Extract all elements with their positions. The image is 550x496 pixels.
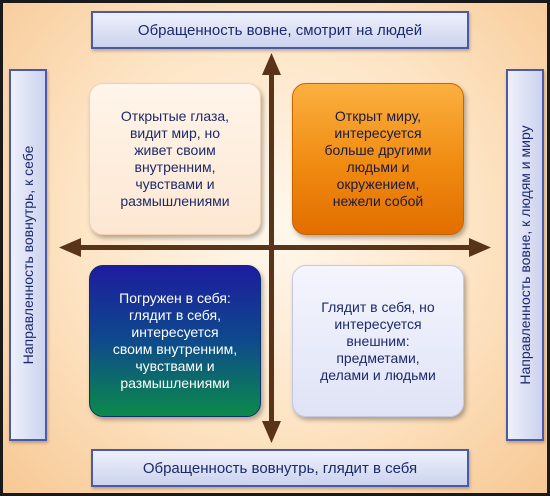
top-caption-text: Обращенность вовне, смотрит на людей — [137, 21, 423, 39]
right-caption: Направленность вовне, к людям и миру — [506, 69, 544, 441]
quadrant-top-right: Открыт миру, интересуется больше другими… — [292, 83, 464, 235]
quadrant-bottom-left: Погружен в себя: глядит в себя, интересу… — [89, 265, 261, 417]
quadrant-top-left-text: Открытые глаза, видит мир, но живет свои… — [120, 108, 230, 209]
quadrant-bottom-right: Глядит в себя, но интересуется внешним: … — [292, 265, 464, 417]
quadrant-top-left: Открытые глаза, видит мир, но живет свои… — [89, 83, 261, 235]
arrow-down-icon — [262, 421, 281, 443]
bottom-caption: Обращенность вовнутрь, глядит в себя — [91, 449, 469, 487]
quadrant-bottom-right-text: Глядит в себя, но интересуется внешним: … — [320, 298, 436, 383]
quadrant-bottom-left-text: Погружен в себя: глядит в себя, интересу… — [112, 290, 238, 391]
arrow-left-icon — [59, 238, 81, 257]
top-caption: Обращенность вовне, смотрит на людей — [91, 11, 469, 49]
arrow-right-icon — [469, 238, 491, 257]
bottom-caption-text: Обращенность вовнутрь, глядит в себя — [142, 459, 418, 477]
arrow-up-icon — [262, 53, 281, 75]
quadrant-top-right-text: Открыт миру, интересуется больше другими… — [324, 108, 432, 209]
horizontal-axis-line — [73, 245, 483, 250]
left-caption: Направленность вовнутрь, к себе — [9, 69, 47, 441]
axes-arrows — [59, 53, 491, 443]
